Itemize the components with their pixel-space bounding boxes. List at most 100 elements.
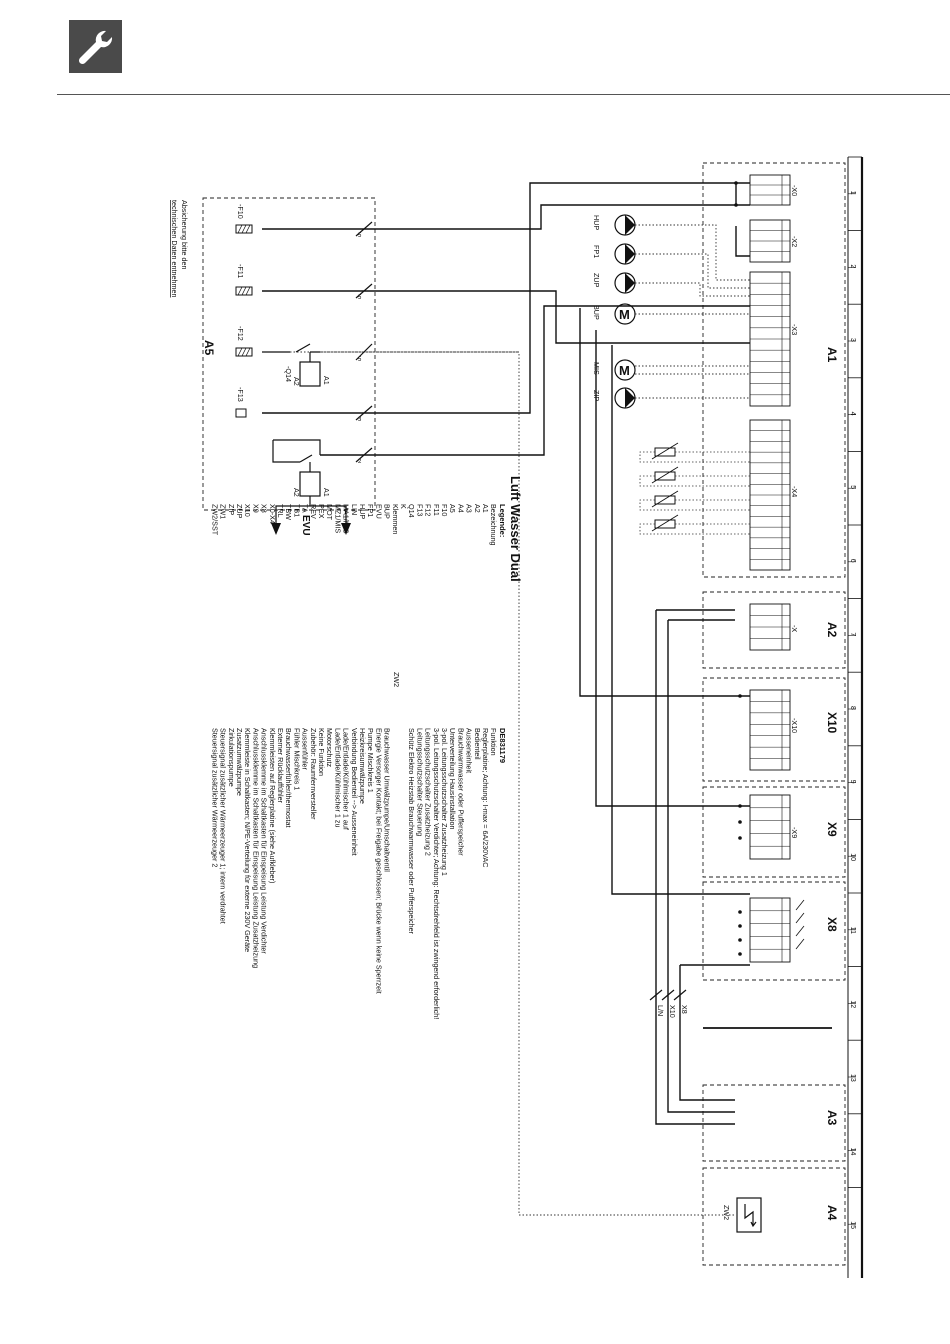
legend-row-function: Pumpe Mischkreis 1 [366, 728, 375, 793]
legend-row-function: Aussenfühler [301, 728, 310, 771]
pump-fp1-icon [614, 243, 636, 265]
legend-row-code: A5 [448, 504, 457, 513]
cable-label-x8: X8 [680, 1005, 689, 1014]
label-x9: X9 [825, 822, 839, 837]
pump-hup-icon [614, 214, 636, 236]
legend-row-code: K [399, 504, 408, 509]
ruler-number: 4 [849, 412, 856, 416]
legend-col1-title: Bezeichnung [489, 504, 498, 546]
motor-bup-icon: M [614, 303, 636, 325]
header-divider [57, 94, 950, 95]
legend-row-code: TB1 [292, 504, 301, 517]
ruler-number: 14 [849, 1148, 856, 1156]
legend-row-code: TBW [284, 504, 293, 520]
motor-mis-icon: M [614, 359, 636, 381]
ruler-number: 8 [849, 706, 856, 710]
legend-row-function: Zirkulationspumpe [227, 728, 236, 787]
legend-row-function: Energie Versorger Kontakt; bei Freigabe … [374, 728, 383, 994]
legend-row-function: Anschlussklemme im Schaltkasten für Eins… [251, 728, 260, 968]
svg-text:2: 2 [358, 459, 362, 465]
label-a4: A4 [825, 1205, 839, 1221]
legend-row-function: Bedienteil [473, 728, 482, 760]
cable-label-lin: L/N [656, 1005, 665, 1016]
pump-zup-icon [614, 272, 636, 294]
legend-heading: Legende: [498, 504, 507, 537]
module-frame-x8 [702, 881, 846, 981]
legend-row-function: Schütz Elektro Heizstab Brauchwarmwasser… [407, 728, 416, 935]
legend-row-code: FP1 [366, 504, 375, 517]
fuse-label-f10: -F10 [236, 204, 245, 219]
legend-row-function: Anschlussklemme im Schaltkasten für Eins… [260, 728, 269, 954]
legend-row-code: MOT [325, 504, 334, 521]
pump-label-bup: BUP [592, 305, 601, 320]
ruler-number: 3 [849, 338, 856, 342]
legend-row-code: Klemmen [391, 504, 400, 534]
legend-row-function: 3-pol. Leitungsschutzschalter Verdichter… [432, 728, 441, 1019]
legend-doc-id: DE831179 [498, 728, 507, 763]
ruler-number: 2 [849, 264, 856, 268]
legend-row-function: Externer Rücklauffühler [276, 728, 285, 804]
svg-text:5: 5 [358, 233, 362, 239]
tb-label-x2: -X2 [790, 236, 799, 247]
legend-row-function: 3-pol. Leitungsschutzschalter Zusatzheiz… [440, 728, 449, 876]
zw2-icon [736, 1197, 762, 1233]
ruler-number: 6 [849, 559, 856, 563]
pump-label-fp1: FP1 [592, 245, 601, 258]
label-a2: A2 [825, 622, 839, 638]
legend-row-code: X0-X4 [268, 504, 277, 524]
tb-label-x4: -X4 [790, 486, 799, 497]
legend-row-function: Motorschutz [325, 728, 334, 768]
fuse-group [235, 224, 253, 418]
relay-label-a2: A2 [292, 488, 301, 497]
legend-row-code: MA1/MIS [342, 504, 351, 534]
contactor-label-a1: A1 [322, 376, 331, 385]
svg-text:M: M [619, 307, 630, 322]
legend-row-function: Fühler Mischkreis 1 [292, 728, 301, 790]
legend-row-code: PEX [317, 504, 326, 519]
legend-zw2-extra: ZW2 [392, 672, 401, 687]
legend-row-code: A1 [481, 504, 490, 513]
fuse-label-f11: -F11 [236, 264, 245, 278]
tb-label-x10: -X10 [790, 718, 799, 733]
pump-leads [635, 224, 750, 399]
legend-row-code: Q14 [407, 504, 416, 518]
legend-row-code: F13 [415, 504, 424, 516]
legend-row-code: ZW1 [219, 504, 228, 519]
legend-row-function: Steuersignal zusätzlicher Wärmeerzeuger … [210, 728, 219, 867]
svg-text:3: 3 [358, 417, 362, 423]
legend-row-function: Lade/Entlade/Kühlmischer 1 auf [342, 728, 351, 830]
pump-label-hup: HUP [592, 215, 601, 230]
contactor-q14-icon [262, 343, 321, 387]
module-frame-a2 [702, 591, 846, 669]
ruler-number: 11 [849, 927, 856, 934]
legend-row-code: ZIP [227, 504, 236, 515]
relay-label-a1: A1 [322, 488, 331, 497]
ruler-number: 1 [849, 191, 856, 195]
module-frame-a5 [202, 197, 376, 511]
module-frame-a3 [702, 1084, 846, 1162]
legend: Luft Wasser Dual Legende: DE831179 Bezei… [210, 476, 523, 1019]
legend-row-code: A2 [473, 504, 482, 513]
legend-row-function: Klemmleiste in Schaltkasten; N/PE-Vertei… [243, 728, 252, 952]
fuse-note-line-1: Absicherung bitte den [180, 200, 189, 270]
legend-row-function: Verbindung Bedienteil --> Ausseneinheit [350, 728, 359, 856]
legend-row-code: BUP [383, 504, 392, 519]
label-a1: A1 [825, 347, 839, 363]
legend-row-code: F11 [432, 504, 441, 516]
tb-label-x: -X [790, 625, 799, 632]
label-a3: A3 [825, 1110, 839, 1126]
legend-row-code: ZW2/SST [210, 504, 219, 536]
label-x8: X8 [825, 917, 839, 932]
legend-row-code: A3 [465, 504, 474, 513]
ruler-number: 9 [849, 780, 856, 784]
tb-label-x0: -X0 [790, 185, 799, 196]
legend-row-code: F12 [424, 504, 433, 516]
breaker-slashes: 5 5 5 3 2 [355, 221, 373, 465]
legend-row-code: TA [301, 504, 310, 513]
legend-row-code: X10 [243, 504, 252, 517]
zw2-label: ZW2 [722, 1205, 731, 1220]
legend-row-code: MZ1/MIS [333, 504, 342, 533]
legend-row-code: F10 [440, 504, 449, 516]
legend-title: Luft Wasser Dual [508, 476, 523, 582]
